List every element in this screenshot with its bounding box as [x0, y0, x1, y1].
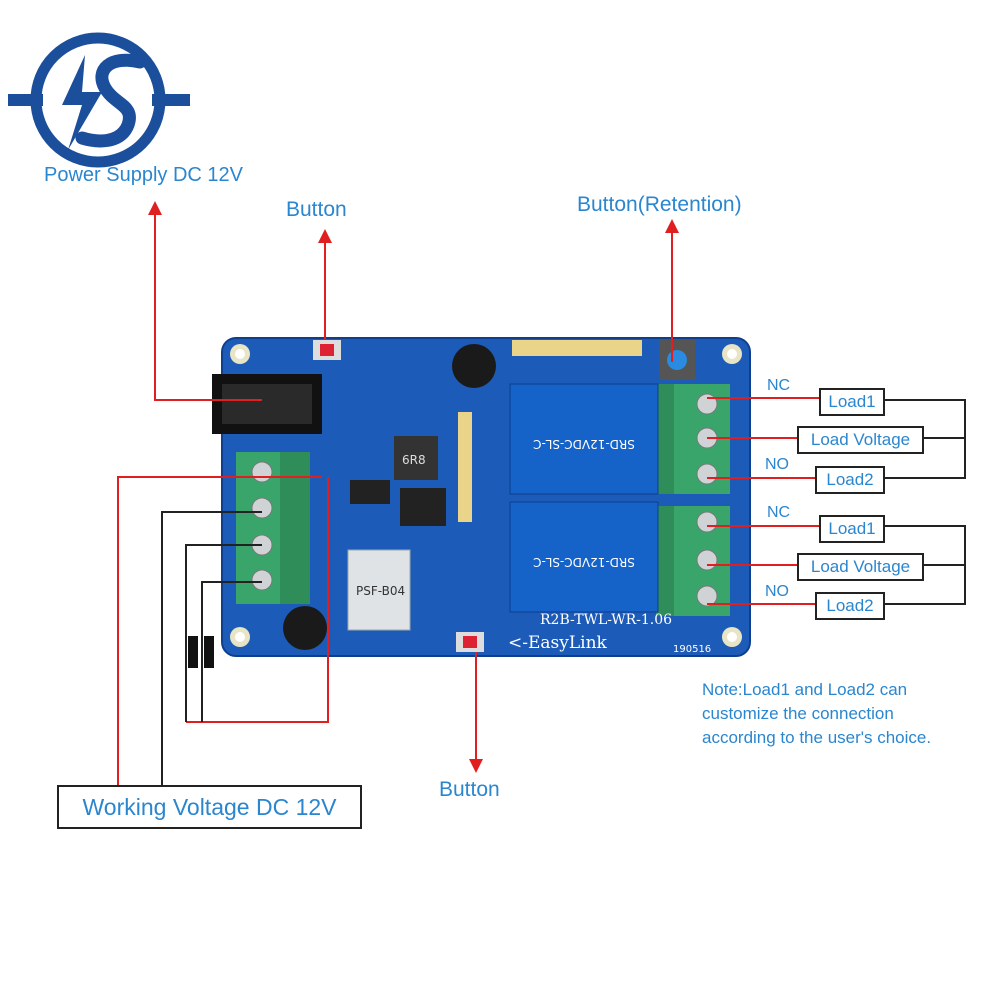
connection-note: Note:Load1 and Load2 can customize the c… [702, 678, 931, 750]
relay2-nc-label: NC [767, 504, 791, 521]
module-label: PSF-B04 [356, 584, 405, 598]
relay2-no-label: NO [765, 583, 789, 600]
power-lead [148, 201, 262, 401]
note-line-3: according to the user's choice. [702, 728, 932, 747]
note-line-2: customize the connection [702, 704, 894, 723]
relay1-load2-box: Load2 [815, 466, 885, 494]
brand-logo [8, 32, 190, 168]
relay2-load2-box: Load2 [815, 592, 885, 620]
relay2-load-voltage-box: Load Voltage [797, 553, 924, 581]
switch-lead-red [186, 477, 329, 723]
relay1-no-label: NO [765, 456, 789, 473]
inductor-label: 6R8 [402, 453, 426, 467]
relay1-nc-label: NC [767, 377, 791, 394]
button-bottom-label: Button [439, 778, 500, 801]
board-date: 190516 [673, 644, 711, 655]
switch-lead-a [185, 544, 262, 722]
relay1-model: SRD-12VDC-SL-C [533, 437, 635, 451]
switch-lead-b [201, 581, 262, 722]
button-top-label: Button [286, 198, 347, 221]
relay2-load1-box: Load1 [819, 515, 885, 543]
board-model: R2B-TWL-WR-1.06 [540, 612, 672, 628]
relay1-load1-box: Load1 [819, 388, 885, 416]
switch-symbol [188, 636, 214, 668]
note-line-1: Note:Load1 and Load2 can [702, 680, 908, 699]
working-voltage-box: Working Voltage DC 12V [57, 785, 362, 829]
button-retention-label: Button(Retention) [577, 193, 742, 216]
relay-board [212, 337, 751, 657]
relay2-model: SRD-12VDC-SL-C [533, 555, 635, 569]
relay1-load-voltage-box: Load Voltage [797, 426, 924, 454]
power-supply-label: Power Supply DC 12V [44, 164, 243, 186]
board-easylink: <-EasyLink [508, 633, 608, 653]
working-voltage-lead-red [117, 476, 322, 785]
working-voltage-lead-black [161, 511, 262, 785]
